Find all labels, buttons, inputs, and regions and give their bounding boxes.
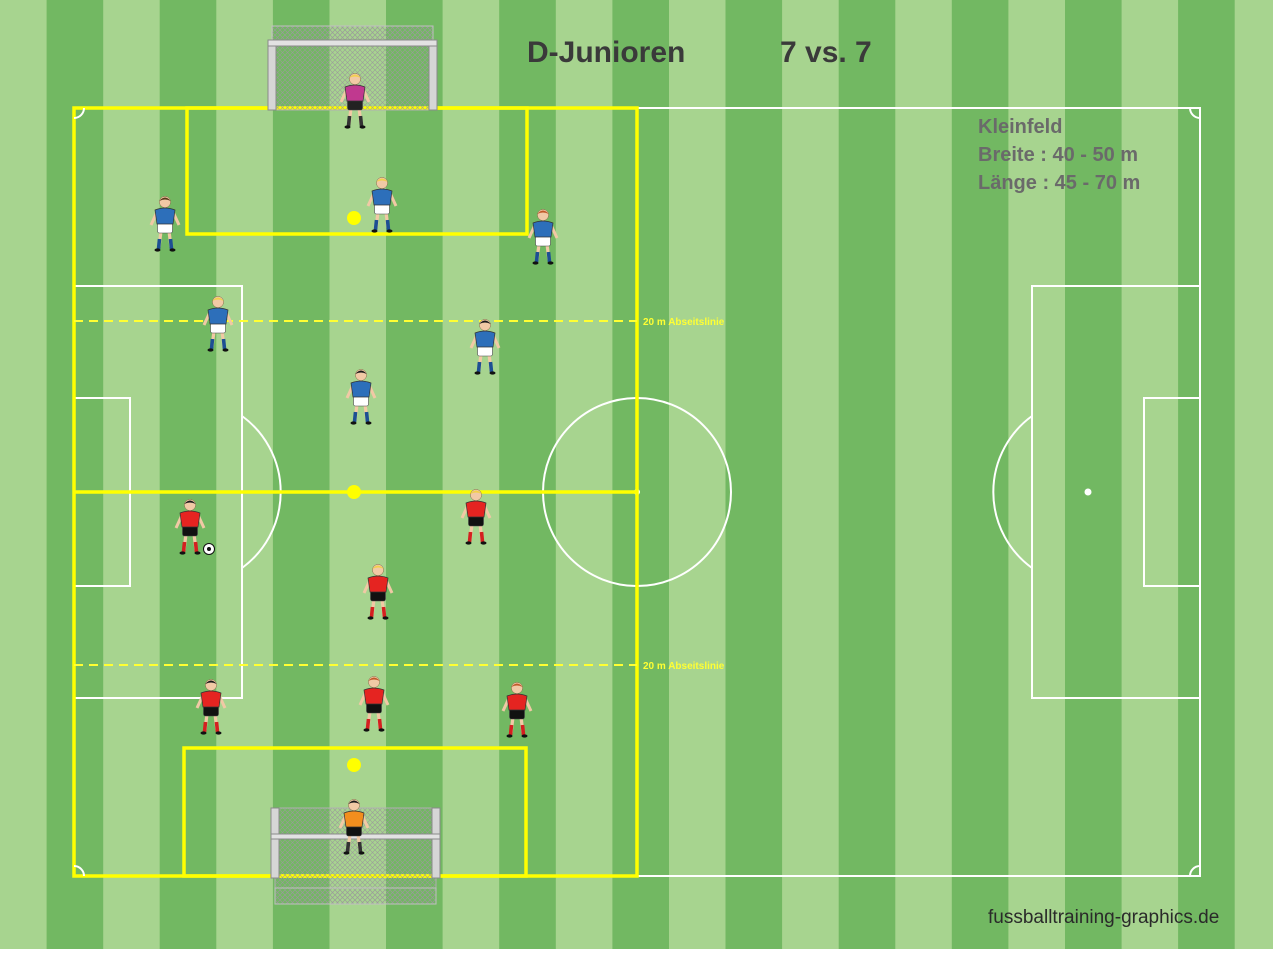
top-offside-label: 20 m Abseitslinie [643, 317, 725, 328]
age-group-title: D-Junioren [527, 36, 685, 69]
field-width-label: Breite : 40 - 50 m [978, 144, 1138, 166]
right-penalty-spot [1085, 489, 1092, 496]
grass-stripe [726, 0, 783, 949]
grass-stripe [612, 0, 669, 949]
bottom-offside-label: 20 m Abseitslinie [643, 661, 725, 672]
small-field-center-spot [347, 485, 361, 499]
bottom-penalty-spot [347, 758, 361, 772]
grass-stripe [386, 0, 443, 949]
grass-stripe [839, 0, 896, 949]
soccer-ball-icon [204, 544, 215, 555]
game-format-title: 7 vs. 7 [780, 36, 872, 69]
grass-stripe [1178, 0, 1235, 949]
top-penalty-spot [347, 211, 361, 225]
grass-stripe [952, 0, 1009, 949]
credit-text: fussballtraining-graphics.de [988, 907, 1219, 928]
grass-stripe [1065, 0, 1122, 949]
field-length-label: Länge : 45 - 70 m [978, 172, 1140, 194]
grass-stripe [273, 0, 330, 949]
field-type-label: Kleinfeld [978, 116, 1062, 138]
